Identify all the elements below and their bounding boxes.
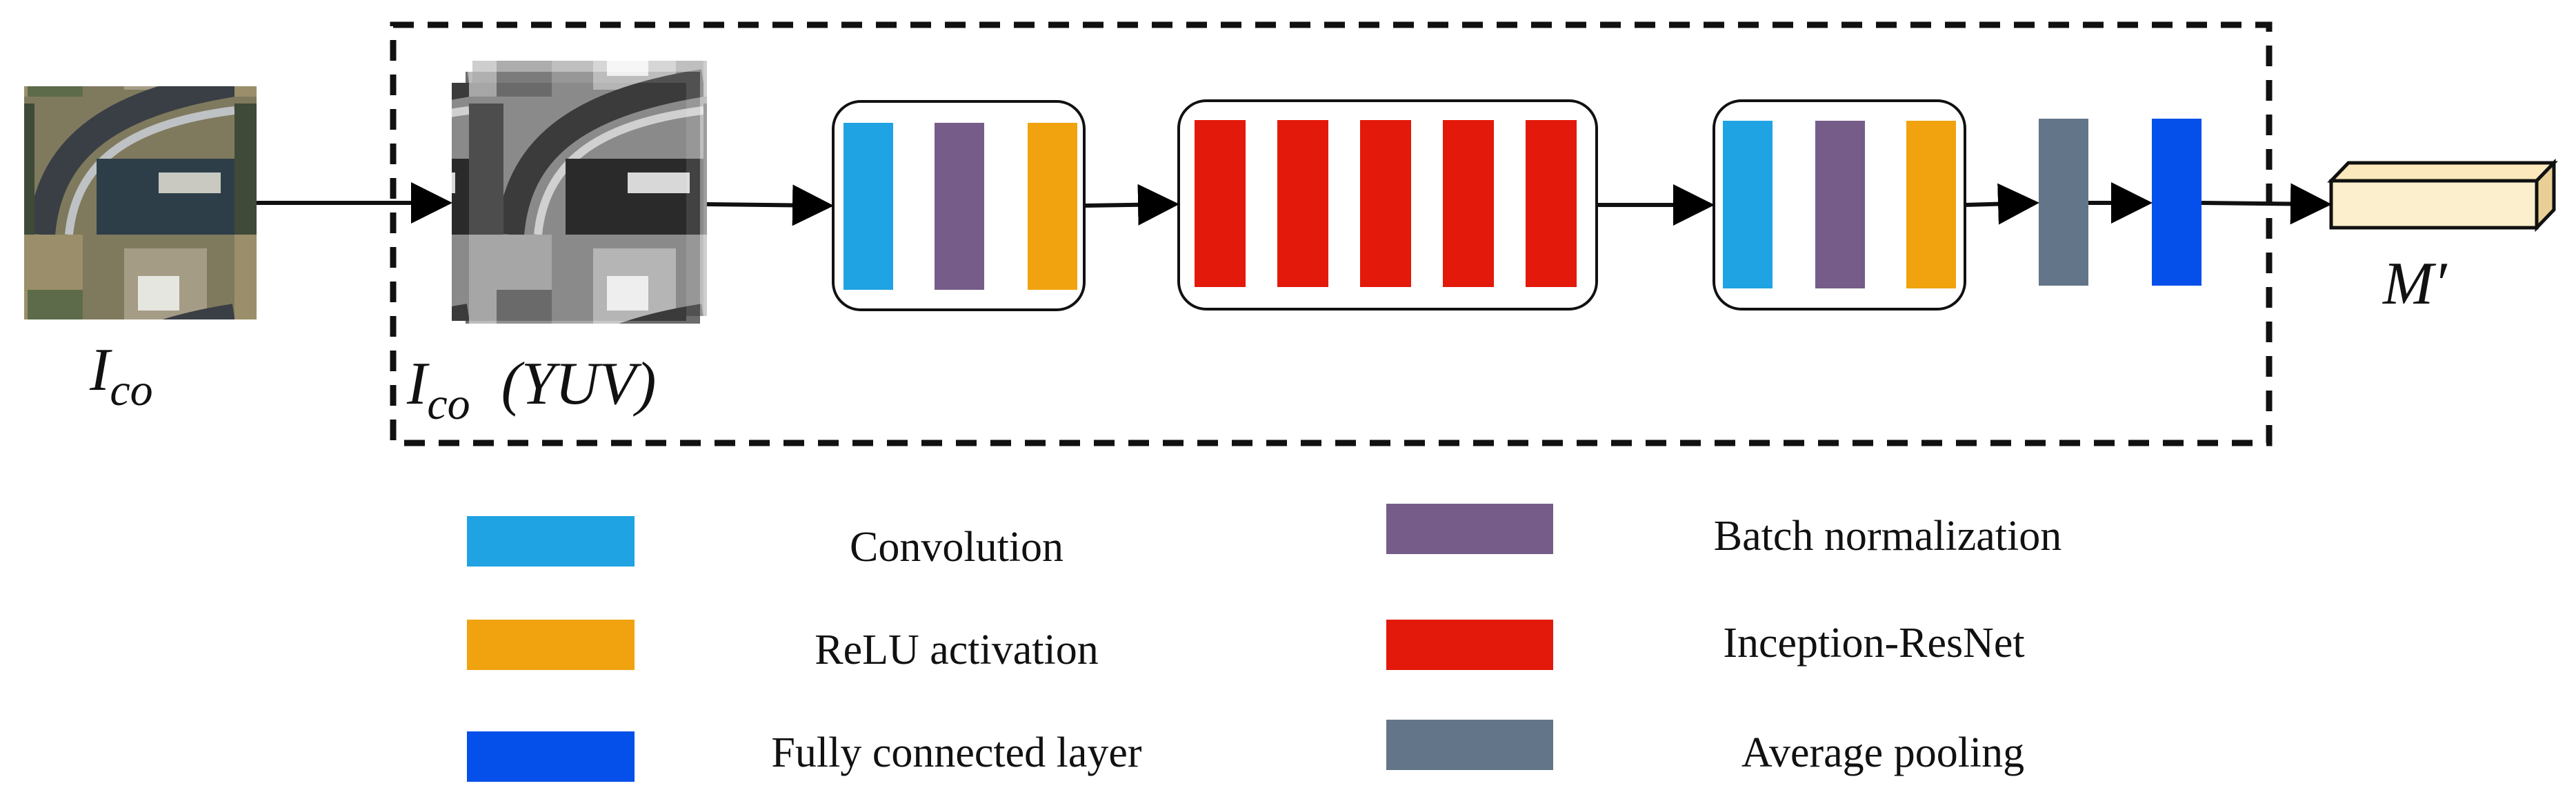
legend-swatch-average-pooling <box>1386 720 1553 770</box>
fully-connected-layer <box>2152 119 2201 286</box>
inception-layer-4 <box>1443 120 1494 287</box>
encoder-dashed-boundary <box>390 21 2273 446</box>
convolution-layer-1 <box>843 123 893 290</box>
input-aerial-image <box>24 86 257 319</box>
legend-swatch-convolution <box>467 516 635 566</box>
legend: Convolution Batch normalization ReLU act… <box>467 504 2061 782</box>
batch-norm-layer-1 <box>935 123 984 290</box>
legend-label-inception: Inception-ResNet <box>1723 620 2024 667</box>
legend-label-relu: ReLU activation <box>815 627 1098 673</box>
legend-label-average-pooling: Average pooling <box>1741 729 2024 776</box>
legend-swatch-fully-connected <box>467 731 635 782</box>
relu-layer-1 <box>1028 123 1077 290</box>
average-pooling-layer <box>2039 119 2088 286</box>
output-feature-block <box>2327 158 2558 233</box>
convolution-layer-2 <box>1723 121 1773 288</box>
inception-layer-1 <box>1195 120 1246 287</box>
flow-arrows <box>257 182 2332 226</box>
inception-layer-3 <box>1360 120 1411 287</box>
yuv-image-stack <box>452 61 707 324</box>
input-image-label: Ico <box>89 337 153 415</box>
legend-label-batch-norm: Batch normalization <box>1714 513 2061 560</box>
legend-swatch-batch-norm <box>1386 504 1553 554</box>
yuv-image-label: Ico(YUV) <box>406 351 656 429</box>
relu-layer-2 <box>1906 121 1956 288</box>
inception-layer-2 <box>1277 120 1328 287</box>
legend-swatch-relu <box>467 620 635 670</box>
legend-label-convolution: Convolution <box>850 524 1064 571</box>
legend-swatch-inception <box>1386 620 1553 670</box>
output-label: M′ <box>2382 250 2448 317</box>
legend-label-fully-connected: Fully connected layer <box>771 729 1141 776</box>
batch-norm-layer-2 <box>1815 121 1865 288</box>
inception-layer-5 <box>1526 120 1577 287</box>
